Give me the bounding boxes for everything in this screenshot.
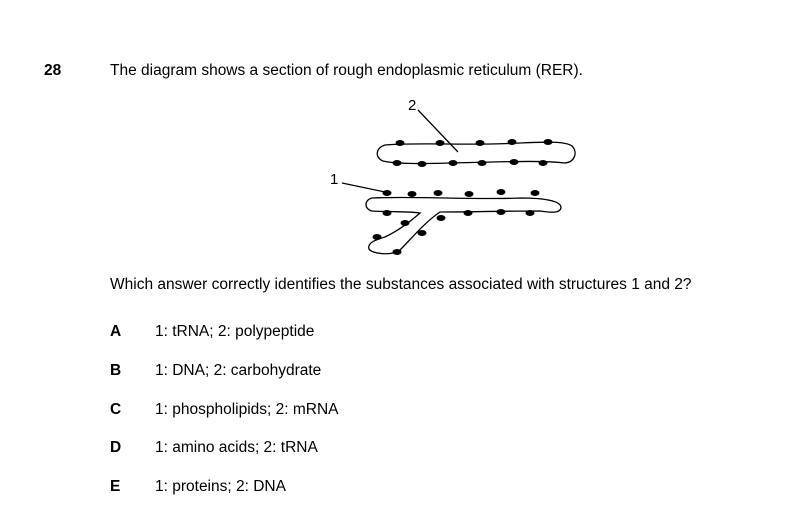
option-letter: D xyxy=(110,439,122,456)
option-letter: E xyxy=(110,478,121,495)
diagram-label-1: 1 xyxy=(330,171,338,188)
option-text: 1: amino acids; 2: tRNA xyxy=(155,439,318,456)
upper-cisterna xyxy=(376,141,576,165)
question-stem: The diagram shows a section of rough end… xyxy=(110,62,583,79)
option-text: 1: DNA; 2: carbohydrate xyxy=(155,362,322,379)
question-prompt: Which answer correctly identifies the su… xyxy=(110,276,692,293)
diagram-label-2: 2 xyxy=(408,97,416,114)
option-text: 1: phospholipids; 2: mRNA xyxy=(155,401,339,418)
option-letter: C xyxy=(110,401,122,418)
lower-cisterna xyxy=(365,196,562,255)
option-letter: B xyxy=(110,362,122,379)
question-number: 28 xyxy=(44,62,62,79)
option-text: 1: proteins; 2: DNA xyxy=(155,478,286,495)
label-1-pointer xyxy=(341,182,386,193)
label-2-pointer xyxy=(417,109,459,153)
option-text: 1: tRNA; 2: polypeptide xyxy=(155,323,315,340)
ribosomes xyxy=(372,139,553,255)
option-letter: A xyxy=(110,323,122,340)
